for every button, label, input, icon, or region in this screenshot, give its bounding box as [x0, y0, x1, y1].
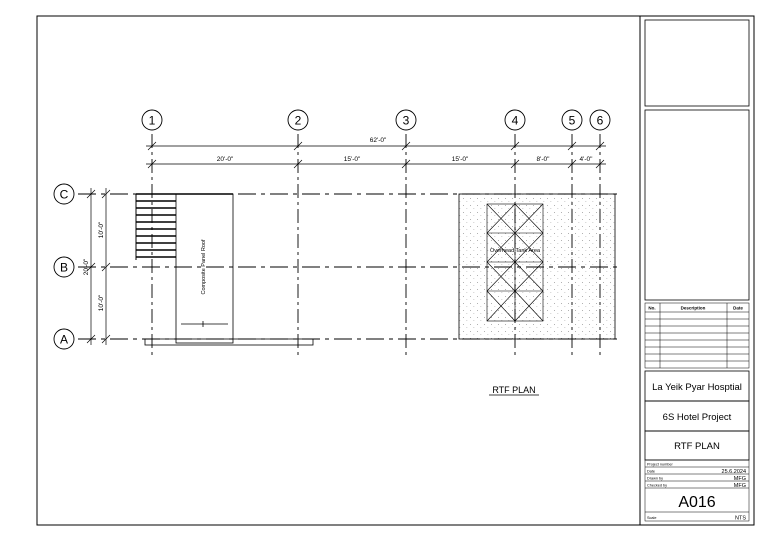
checked-by-value: MFG [734, 483, 746, 489]
project-name: 6S Hotel Project [663, 412, 732, 423]
grid-label-6: 6 [597, 114, 604, 128]
grid-label-2: 2 [295, 114, 302, 128]
notes-box [644, 109, 750, 301]
project-number-label: Project number [647, 463, 673, 467]
scale-value: NTS [735, 516, 746, 522]
tank-label: Overhead Tank Area [490, 248, 541, 254]
horizontal-dimensions [146, 141, 606, 169]
view-title: RTF PLAN [492, 385, 535, 395]
rev-header-description: Description [681, 306, 706, 311]
checked-by-label: Checked by [647, 484, 667, 488]
sheet-name: RTF PLAN [674, 441, 720, 452]
date-label: Date [647, 470, 655, 474]
stair-treads [136, 193, 176, 258]
vertical-dimensions [86, 188, 111, 345]
rev-header-date: Date [733, 306, 743, 311]
column-grid-bubbles [141, 109, 611, 131]
grid-label-a: A [60, 333, 68, 347]
logo-box [644, 19, 750, 107]
dim-overall: 62'-0" [370, 137, 387, 144]
dim-2-3: 15'-0" [344, 156, 361, 163]
drawn-by-value: MFG [734, 476, 746, 482]
row-grid-bubbles [53, 183, 75, 350]
rev-header-no: No. [648, 306, 655, 311]
tank-area [458, 193, 616, 340]
dim-b-a: 10'-0" [98, 294, 105, 311]
dim-c-b: 10'-0" [98, 221, 105, 238]
grid-label-c: C [60, 188, 69, 202]
title-block: No. Description Date La Yeik Pyar Hospti… [644, 19, 750, 522]
grid-label-b: B [60, 261, 68, 275]
grid-label-4: 4 [512, 114, 519, 128]
roof-label: Composite Panel Roof [201, 239, 207, 295]
client-name: La Yeik Pyar Hosptial [652, 382, 742, 393]
grid-label-1: 1 [149, 114, 156, 128]
grid-label-3: 3 [403, 114, 410, 128]
date-value: 25.6.2024 [722, 469, 746, 475]
dim-1-2: 20'-0" [217, 156, 234, 163]
scale-label: Scale [647, 516, 657, 520]
dim-4-5: 8'-0" [537, 156, 551, 163]
sheet-number: A016 [678, 494, 715, 511]
drawn-by-label: Drawn by [647, 477, 663, 481]
dim-overall-vertical: 20'-0" [83, 258, 90, 275]
revision-table [644, 302, 750, 369]
dim-3-4: 15'-0" [452, 156, 469, 163]
dim-5-6: 4'-0" [580, 156, 594, 163]
plan-drawing: 1 2 3 4 5 6 C B A 62'-0" 20'-0" 1 [53, 109, 618, 396]
vertical-grid-lines [151, 134, 601, 357]
composite-roof-panel [144, 193, 314, 346]
sheet-border [36, 15, 755, 526]
grid-label-5: 5 [569, 114, 576, 128]
horizontal-grid-lines [78, 193, 618, 340]
